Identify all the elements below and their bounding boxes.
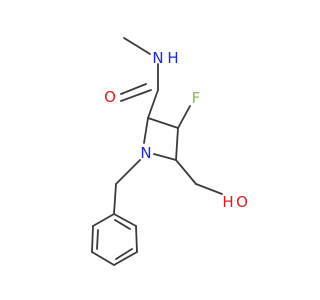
bond-methyl-n xyxy=(123,37,151,55)
ring-double-3 xyxy=(114,219,131,230)
structure-svg: N H O F N O H xyxy=(91,37,248,266)
bond-c3-f xyxy=(177,105,191,129)
ring-double-2 xyxy=(115,248,133,260)
bond-c2-c3 xyxy=(147,117,179,129)
bond-c4-n1 xyxy=(153,153,177,161)
atom-o-carbonyl: O xyxy=(104,88,116,106)
ring-double-1 xyxy=(96,229,99,250)
ring-bond-5 xyxy=(135,225,138,253)
bond-c3-c4 xyxy=(175,127,179,161)
bond-carbonyl-c2 xyxy=(147,89,159,119)
bond-carbonyl-o-1 xyxy=(120,83,147,95)
bond-c4-ch2 xyxy=(175,159,197,185)
molecule-structure: N H O F N O H xyxy=(91,37,248,266)
bond-ch2-oh xyxy=(195,183,223,195)
bond-n1-c2 xyxy=(143,117,149,144)
atom-f: F xyxy=(192,89,201,107)
ring-bond-3 xyxy=(91,251,115,266)
bond-carbonyl-o-2 xyxy=(120,89,152,102)
ring-bond-4 xyxy=(113,251,138,266)
atom-h-hydroxyl: H xyxy=(222,193,233,211)
ring-bond-6 xyxy=(113,213,137,227)
atom-h-amide: H xyxy=(167,49,178,67)
bond-n1-benzyl xyxy=(115,159,141,185)
ring-bond-2 xyxy=(91,225,94,253)
atom-n-amide: N xyxy=(152,49,163,67)
atom-n-ring: N xyxy=(140,144,151,162)
ring-bond-1 xyxy=(92,213,115,227)
atom-o-hydroxyl: O xyxy=(236,193,248,211)
bond-benzyl-ring xyxy=(113,183,117,215)
